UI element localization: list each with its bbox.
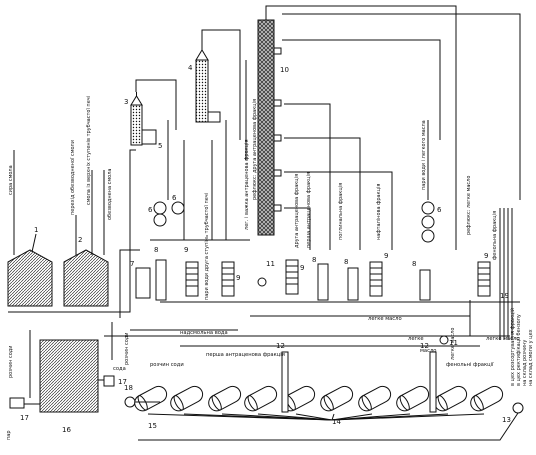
label-num-17: 17 <box>20 414 29 422</box>
label-num-17b: 17 <box>118 378 127 386</box>
cooler-6-mid: 6 <box>171 194 185 215</box>
label-para: пар <box>6 430 12 440</box>
storage-tank-2: 2 <box>63 236 109 307</box>
horizontal-tank-row <box>134 385 504 421</box>
label-perehid: перехід обезводненої смоли <box>70 140 76 215</box>
separator-9b: 9 <box>221 261 240 297</box>
label-num-11a: 11 <box>266 260 275 268</box>
label-num-8a: 8 <box>154 246 158 254</box>
label-nadsmol-voda: надсмольна вода <box>180 330 228 336</box>
separator-9c: 9 <box>285 259 304 295</box>
label-num-6b: 6 <box>172 194 177 202</box>
label-fenolni-fraktsii: фенольні фракції <box>446 362 494 368</box>
label-fenolna: фенольна фракція <box>492 211 498 260</box>
label-right-d: на склад смоли у цех <box>528 329 534 386</box>
pump-18: 18 <box>124 384 136 408</box>
label-num-2: 2 <box>78 236 82 244</box>
label-rozchyn-sody: розчин соди <box>124 333 130 365</box>
label-maslo-small: легке масло <box>486 336 520 342</box>
label-num-10: 10 <box>280 66 289 74</box>
horizontal-tank <box>244 385 278 412</box>
label-num-3: 3 <box>124 98 128 106</box>
label-num-9e: 9 <box>484 252 488 260</box>
label-num-11b: 11 <box>449 339 458 347</box>
label-num-8d: 8 <box>412 260 416 268</box>
label-refluks-legke: рефлюкс: легке масло <box>466 176 472 235</box>
label-right-c: на склад розчину <box>522 340 528 386</box>
label-persha-antr-fr: перша антраценова фракція <box>206 352 285 358</box>
label-maslo: масло <box>420 348 436 354</box>
main-column-10: 10 <box>257 10 289 236</box>
label-num-9a: 9 <box>184 246 188 254</box>
label-refluks: рефлюкс: друга антраценова фракція <box>252 99 258 200</box>
label-num-9b: 9 <box>236 274 240 282</box>
cooler-6-right: 6 <box>421 201 442 243</box>
label-num-16: 16 <box>62 426 71 434</box>
receiver-8c: 8 <box>344 258 359 301</box>
separator-9d: 9 <box>369 252 388 297</box>
label-soda: сода <box>113 366 126 372</box>
separator-9e: 9 <box>477 252 491 297</box>
label-right-a: в цех розсортування фракцій <box>509 308 516 386</box>
label-num-6a: 6 <box>148 206 153 214</box>
label-num-8c: 8 <box>344 258 348 266</box>
label-num-9c: 9 <box>300 264 304 272</box>
tank-drain-line <box>331 413 485 421</box>
label-num-13: 13 <box>502 416 511 424</box>
label-legke-maslo: легке масло <box>450 328 456 360</box>
label-num-5: 5 <box>158 142 162 150</box>
separator-9a: 9 <box>184 246 199 297</box>
label-num-15: 15 <box>148 422 157 430</box>
label-pary-vody: пари води і легкого масла <box>421 120 427 190</box>
column-4: 4 <box>188 38 221 123</box>
tank-drain-line <box>295 413 333 421</box>
label-num-4: 4 <box>188 64 193 72</box>
pump-11b: 11 <box>439 335 458 347</box>
label-num-9d: 9 <box>384 252 388 260</box>
label-legke: легке <box>408 336 424 342</box>
label-smola-iz-verhnih: смола із верхніх ступенів трубчастої печ… <box>86 96 92 205</box>
receiver-8a: 8 <box>154 246 167 301</box>
pump-17-mid: 17 <box>103 375 127 387</box>
label-num-8b: 8 <box>312 256 316 264</box>
pump-11a: 11 <box>257 260 275 287</box>
horizontal-tank <box>170 385 204 412</box>
horizontal-tank <box>470 385 504 412</box>
horizontal-tank <box>434 385 468 412</box>
cooler-6-left: 6 <box>148 201 167 227</box>
label-druga-antr: друга антраценова фракція <box>294 174 300 248</box>
label-obezvodnena: обезводнена смола <box>107 169 113 220</box>
horizontal-tank <box>208 385 242 412</box>
label-naftalinova: нафталінова фракція <box>376 184 382 240</box>
label-num-6c: 6 <box>437 206 442 214</box>
label-persha-antr: перша антраценова фракція <box>306 172 312 248</box>
horizontal-tank <box>396 385 430 412</box>
horizontal-tank <box>358 385 392 412</box>
label-rozchyn-sody-3: розчин соди <box>150 362 184 368</box>
receiver-8b: 8 <box>312 256 329 301</box>
label-pary-vody-druga: пари води друга ступінь трубчастої печі <box>204 193 210 300</box>
tank-16: 16 <box>39 339 99 434</box>
tank-drain-line <box>331 413 335 421</box>
label-right-b: в цех ректифікації бензолу <box>516 314 522 386</box>
storage-tank-1: 1 <box>7 226 53 307</box>
label-num-14: 14 <box>332 418 341 426</box>
label-num-1: 1 <box>34 226 38 234</box>
label-num-7: 7 <box>130 260 134 268</box>
label-poglynalna: поглинальна фракція <box>338 183 344 240</box>
receiver-8d: 8 <box>412 260 431 301</box>
column-3: 3 5 <box>124 92 162 150</box>
tank-drain-line <box>257 413 333 421</box>
label-num-18: 18 <box>124 384 133 392</box>
label-legke-maslo-2: легке масло <box>368 316 402 322</box>
label-rozchyn-sody-2: розчин соди <box>8 346 14 378</box>
pump-17-left: 17 <box>9 397 29 422</box>
label-sira-smola: сира смола <box>8 165 14 195</box>
receiver-7: 7 <box>130 260 151 299</box>
label-legka-fraktsiya: лег. і важка антраценова фракція <box>244 140 250 230</box>
horizontal-tank <box>320 385 354 412</box>
horizontal-tank <box>134 385 168 412</box>
